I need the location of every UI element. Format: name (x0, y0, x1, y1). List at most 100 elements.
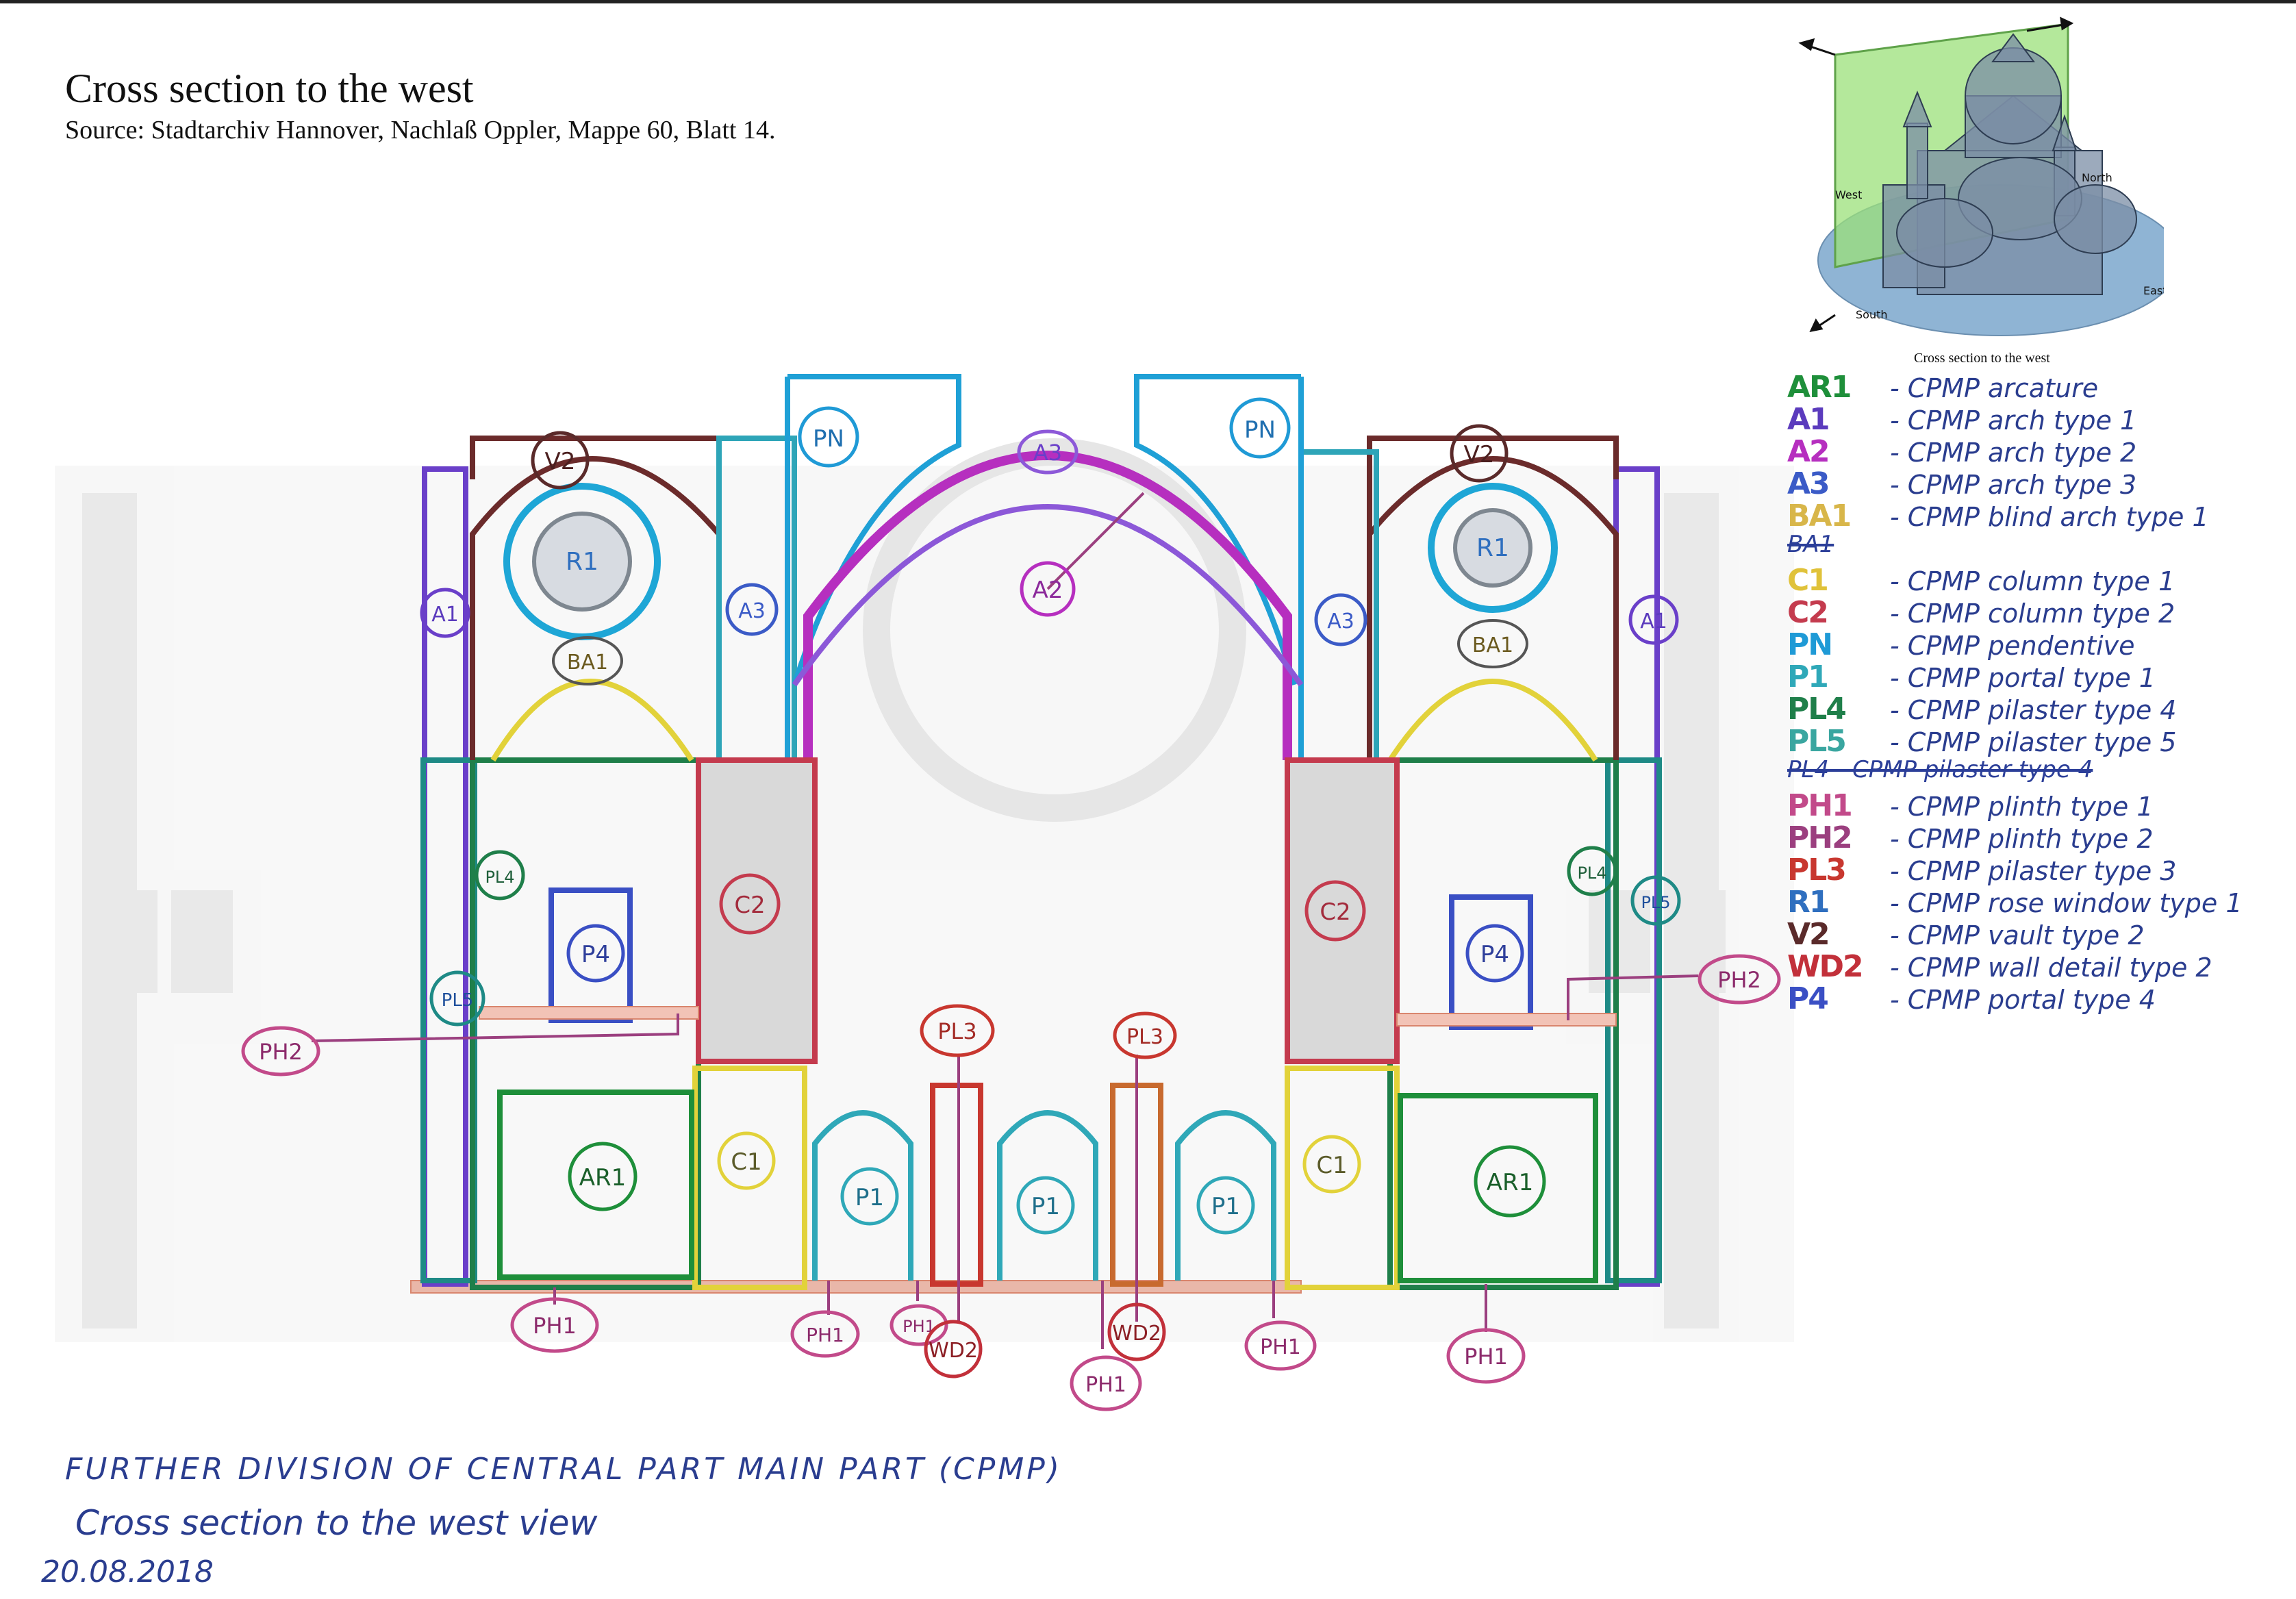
label-pl3-right: PL3 (1113, 1011, 1177, 1059)
label-ar1-right-text: AR1 (1487, 1169, 1534, 1196)
label-pl5-left: PL5 (429, 970, 485, 1027)
label-ph1-3: PH1 (890, 1304, 948, 1346)
handnote-date: 20.08.2018 (41, 1554, 214, 1589)
legend-code: C2 (1787, 595, 1829, 630)
legend-code: R1 (1787, 885, 1830, 920)
label-a3-left: A3 (725, 583, 779, 636)
legend-item: P1- CPMP portal type 1 (1787, 659, 2287, 694)
vault-v2-right-top (1367, 436, 1619, 534)
label-v2-left-text: V2 (545, 448, 576, 475)
label-v2-right: V2 (1450, 424, 1509, 483)
label-wd2-right: WD2 (1107, 1302, 1166, 1361)
legend-code: PL5 (1787, 724, 1847, 759)
label-ph1-6: PH1 (1446, 1328, 1526, 1384)
label-c1-right: C1 (1302, 1135, 1361, 1194)
label-pn-left-text: PN (813, 425, 844, 453)
orientation-caption: Cross section to the west (1914, 351, 2050, 366)
legend-description: - CPMP arch type 2 (1890, 438, 2137, 468)
legend-item: PL3 - CPMP pilaster type 3 (1787, 853, 2287, 887)
pendentive-pn-right (1134, 374, 1304, 760)
plinth-ph2-left-rail (479, 1006, 699, 1020)
label-wd2-left: WD2 (924, 1320, 983, 1378)
label-p4-right: P4 (1465, 924, 1524, 983)
column-c1-left (692, 1066, 807, 1290)
pilaster-pl3-left (930, 1083, 983, 1287)
legend-item: BA1- CPMP blind arch type 1 (1787, 499, 2287, 533)
label-a2-text: A2 (1033, 577, 1063, 604)
legend-code: PL4 (1787, 692, 1847, 727)
label-ph1-5: PH1 (1244, 1320, 1317, 1371)
label-pl4-left: PL4 (475, 850, 525, 901)
label-v2-right-text: V2 (1464, 441, 1495, 468)
handnote-heading: FURTHER DIVISION OF CENTRAL PART MAIN PA… (65, 1452, 1062, 1487)
east-label: East (2143, 284, 2164, 297)
label-pl4-right: PL4 (1567, 846, 1617, 896)
label-ar1-left: AR1 (568, 1142, 638, 1211)
label-ph1-5-text: PH1 (1260, 1335, 1301, 1359)
label-c2-left: C2 (719, 873, 781, 935)
legend-description: - CPMP portal type 4 (1890, 985, 2156, 1015)
legend-code: AR1 (1787, 370, 1852, 405)
legend-description: - CPMP wall detail type 2 (1890, 953, 2212, 983)
legend-description: - CPMP portal type 1 (1890, 663, 2156, 693)
legend-item: PN- CPMP pendentive (1787, 627, 2287, 662)
pendentive-pn-left (785, 374, 961, 760)
label-r1-right: R1 (1476, 534, 1509, 562)
building-model (1882, 33, 2137, 295)
legend-item: A1- CPMP arch type 1 (1787, 402, 2287, 437)
legend-item: A3- CPMP arch type 3 (1787, 466, 2287, 501)
legend-description: - CPMP pilaster type 3 (1890, 856, 2177, 886)
legend-description: - CPMP arch type 1 (1890, 405, 2137, 436)
label-a3-left-text: A3 (738, 599, 766, 623)
label-pn-left: PN (798, 406, 859, 468)
label-ba1-right: BA1 (1457, 619, 1528, 668)
label-pl4-left-text: PL4 (485, 868, 514, 887)
label-p4-right-text: P4 (1480, 941, 1509, 968)
legend-description: - CPMP vault type 2 (1890, 920, 2145, 950)
label-ph2-right-text: PH2 (1717, 967, 1761, 993)
orientation-diagram: West North East South (1798, 16, 2164, 336)
legend-code: V2 (1787, 917, 1830, 952)
column-c1-right (1285, 1066, 1400, 1290)
label-v2-left: V2 (531, 431, 590, 490)
legend-code: BA1 (1787, 499, 1852, 533)
legend-code: PH1 (1787, 788, 1853, 823)
label-pn-right: PN (1229, 397, 1291, 459)
north-label: North (2082, 171, 2112, 184)
portal-p1-3 (1175, 1110, 1276, 1281)
column-c2-left (696, 757, 818, 1064)
label-ph2-left-text: PH2 (259, 1039, 303, 1065)
label-c1-right-text: C1 (1316, 1152, 1347, 1179)
label-ba1-left-text: BA1 (567, 651, 608, 675)
label-a3-right: A3 (1314, 593, 1367, 646)
label-wd2-right-text: WD2 (1112, 1322, 1161, 1346)
label-r1-right-text: R1 (1476, 534, 1509, 562)
legend-struck-text: BA1 (1787, 531, 1834, 558)
central-arch-a2 (803, 451, 1292, 760)
legend-item: WD2- CPMP wall detail type 2 (1787, 949, 2287, 984)
top-rule (0, 0, 2296, 3)
legend-description: - CPMP arch type 3 (1890, 470, 2137, 500)
label-p4-left: P4 (566, 924, 625, 983)
handnote-view: Cross section to the west view (75, 1503, 598, 1543)
label-p1-3-text: P1 (1211, 1193, 1240, 1220)
label-ph1-2: PH1 (790, 1310, 860, 1358)
label-c1-left: C1 (717, 1131, 776, 1190)
legend-code: PL3 (1787, 853, 1847, 887)
legend-code: C1 (1787, 563, 1829, 598)
label-pl3-left-text: PL3 (937, 1018, 976, 1044)
legend-item-struck: PL4 - CPMP pilaster type 4 (1787, 756, 2287, 788)
legend-struck-text: PL4 - CPMP pilaster type 4 (1787, 756, 2093, 783)
label-p1-1: P1 (840, 1167, 899, 1226)
blind-arch-ba1-right (1387, 679, 1598, 762)
south-label: South (1856, 308, 1888, 321)
legend-item: PH2- CPMP plinth type 2 (1787, 820, 2287, 855)
arcature-ar1-left (497, 1090, 694, 1280)
label-ph1-2-text: PH1 (806, 1324, 844, 1346)
legend-item: PL4- CPMP pilaster type 4 (1787, 692, 2287, 727)
legend-code: PN (1787, 627, 1833, 662)
legend-item: V2 - CPMP vault type 2 (1787, 917, 2287, 952)
label-p1-2: P1 (1016, 1176, 1075, 1235)
